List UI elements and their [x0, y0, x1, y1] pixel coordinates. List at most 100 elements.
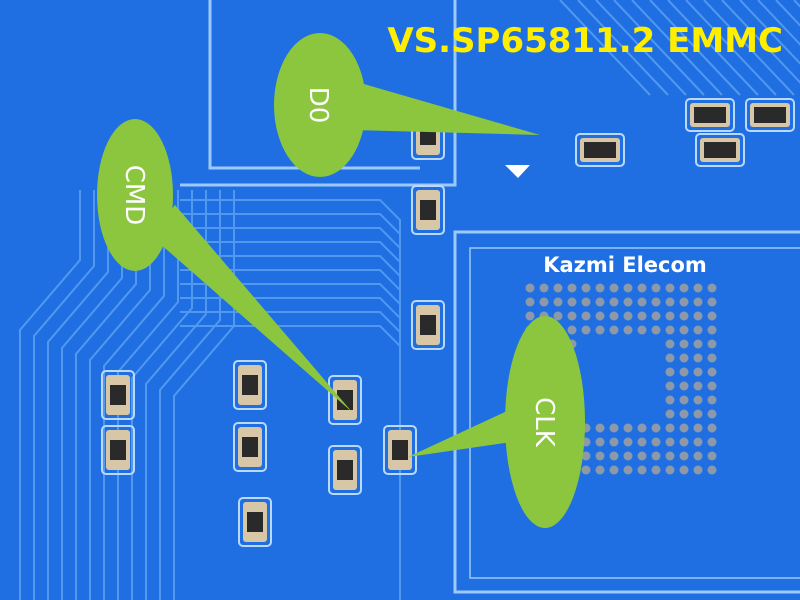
smd-capacitor	[101, 370, 135, 420]
bga-ball	[679, 451, 689, 461]
smd-capacitor	[383, 425, 417, 475]
bga-ball	[679, 395, 689, 405]
trace	[173, 190, 235, 600]
bga-ball	[707, 297, 717, 307]
smd-capacitor	[328, 375, 362, 425]
bga-ball	[609, 437, 619, 447]
bga-ball	[679, 339, 689, 349]
bga-ball	[707, 381, 717, 391]
bga-ball	[679, 353, 689, 363]
bga-ball	[665, 367, 675, 377]
bga-ball	[707, 437, 717, 447]
bga-ball	[595, 311, 605, 321]
callout-label-cmd: CMD	[119, 165, 149, 226]
bga-ball	[679, 325, 689, 335]
bga-ball	[637, 297, 647, 307]
bga-ball	[693, 423, 703, 433]
trace	[631, 0, 723, 96]
bga-ball	[609, 311, 619, 321]
bga-ball	[581, 451, 591, 461]
bga-ball	[581, 283, 591, 293]
trace	[757, 0, 800, 46]
bga-ball	[651, 325, 661, 335]
callout-label-d0: D0	[303, 87, 333, 124]
bga-ball	[665, 353, 675, 363]
bga-ball	[707, 325, 717, 335]
board-title: VS.SP65811.2 EMMC	[387, 21, 783, 61]
bga-ball	[539, 297, 549, 307]
bga-ball	[665, 395, 675, 405]
trace	[577, 0, 669, 96]
bga-ball	[595, 297, 605, 307]
bga-ball	[679, 283, 689, 293]
bga-ball	[679, 381, 689, 391]
bga-ball	[679, 423, 689, 433]
bga-ball	[623, 437, 633, 447]
bga-ball	[623, 465, 633, 475]
bga-ball	[707, 451, 717, 461]
bga-ball	[581, 465, 591, 475]
bga-ball	[693, 409, 703, 419]
bga-ball	[567, 311, 577, 321]
bga-ball	[637, 423, 647, 433]
trace	[595, 0, 687, 96]
bga-ball	[581, 297, 591, 307]
bga-ball	[609, 465, 619, 475]
bga-ball	[665, 437, 675, 447]
bga-ball	[637, 437, 647, 447]
bga-ball	[637, 465, 647, 475]
smd-capacitor	[233, 422, 267, 472]
smd-capacitor	[101, 425, 135, 475]
bga-ball	[539, 283, 549, 293]
smd-capacitor	[411, 185, 445, 235]
bga-ball	[707, 367, 717, 377]
bga-ball	[623, 325, 633, 335]
pin1-marker	[505, 165, 530, 178]
bga-ball	[679, 437, 689, 447]
bga-ball	[609, 423, 619, 433]
smd-capacitor	[233, 360, 267, 410]
bga-ball	[707, 339, 717, 349]
bga-ball	[665, 311, 675, 321]
bga-ball	[623, 311, 633, 321]
bga-ball	[651, 283, 661, 293]
trace	[775, 0, 800, 27]
trace	[739, 0, 800, 65]
bga-ball	[623, 451, 633, 461]
bga-ball	[693, 465, 703, 475]
bga-ball	[581, 311, 591, 321]
callout-clk: CLK	[408, 316, 585, 528]
bga-ball	[693, 437, 703, 447]
bga-ball	[595, 423, 605, 433]
bga-ball	[665, 325, 675, 335]
bga-ball	[707, 409, 717, 419]
bga-ball	[693, 311, 703, 321]
callout-cmd: CMD	[97, 119, 352, 412]
bga-ball	[623, 297, 633, 307]
bga-ball	[651, 465, 661, 475]
bga-ball	[693, 283, 703, 293]
bga-ball	[707, 353, 717, 363]
trace	[559, 0, 651, 96]
smd-capacitor	[685, 98, 735, 132]
smd-capacitor	[411, 300, 445, 350]
bga-ball	[623, 423, 633, 433]
bga-ball	[693, 297, 703, 307]
trace	[667, 0, 759, 96]
bga-ball	[665, 283, 675, 293]
bga-ball	[693, 325, 703, 335]
trace	[613, 0, 705, 96]
bga-ball	[623, 283, 633, 293]
trace	[19, 190, 81, 600]
callout-label-clk: CLK	[529, 397, 559, 448]
bga-ball	[651, 423, 661, 433]
bga-ball	[693, 339, 703, 349]
bga-ball	[567, 283, 577, 293]
bga-ball	[567, 325, 577, 335]
bga-ball	[665, 409, 675, 419]
bga-ball	[707, 283, 717, 293]
bga-ball	[581, 325, 591, 335]
bga-ball	[525, 311, 535, 321]
bga-ball	[651, 311, 661, 321]
bga-ball	[707, 465, 717, 475]
